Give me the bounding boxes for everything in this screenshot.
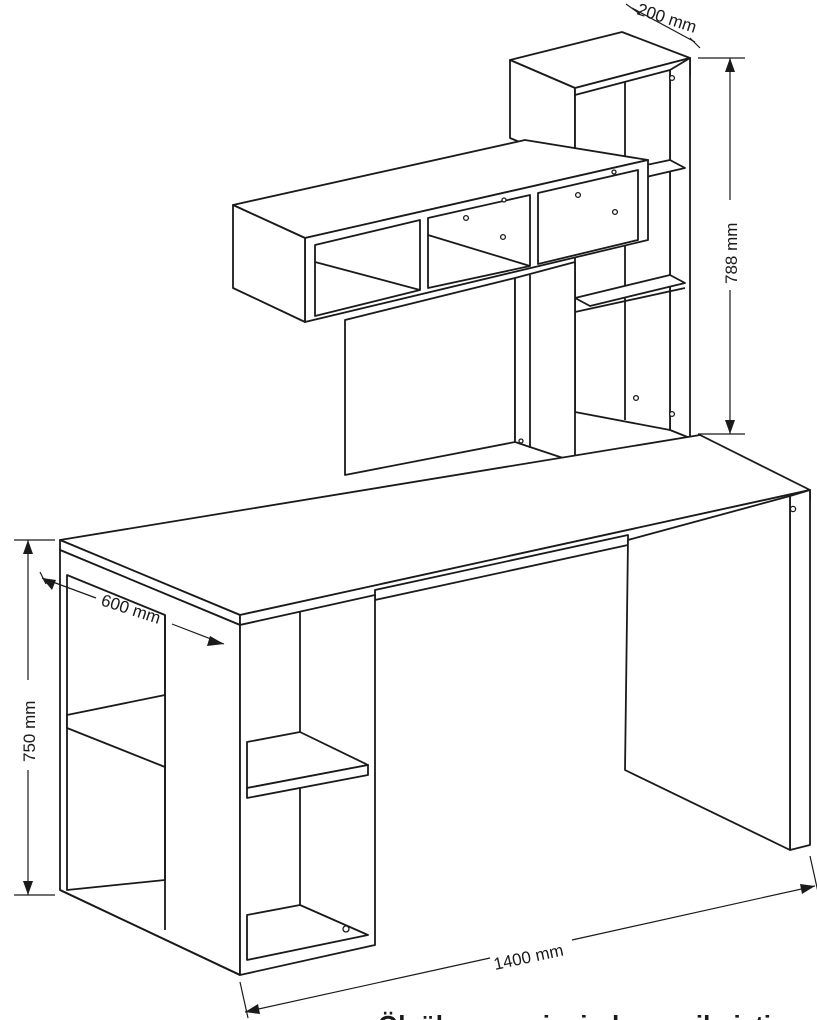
column-hole [518,438,524,444]
dim-label-depth-top: 200 mm [635,0,699,37]
left-pedestal [59,549,376,976]
shelf-hole [462,214,470,222]
dim-label-height-upper: 788 mm [722,223,741,284]
shelf-hole [501,197,507,203]
caption-text: Ölçüler mm cinsinden verilmiştir [378,1010,781,1020]
dim-label-height-desk: 750 mm [20,701,39,762]
shelf-hole [574,191,582,199]
shelf-hole [499,233,507,241]
dim-label-width-desk: 1400 mm [492,941,565,974]
pedestal-hole [342,925,350,933]
tower-hole [668,410,676,418]
shelf-unit [232,139,649,323]
back-panel [344,261,576,476]
tower-hole [632,394,640,402]
dim-height-desk: 750 mm [14,539,55,896]
dim-height-upper: 788 mm [698,57,745,435]
leg-hole [789,505,797,513]
tower-hole [668,74,676,82]
shelf-hole [611,208,619,216]
right-leg [624,489,811,851]
shelf-hole [611,169,617,175]
